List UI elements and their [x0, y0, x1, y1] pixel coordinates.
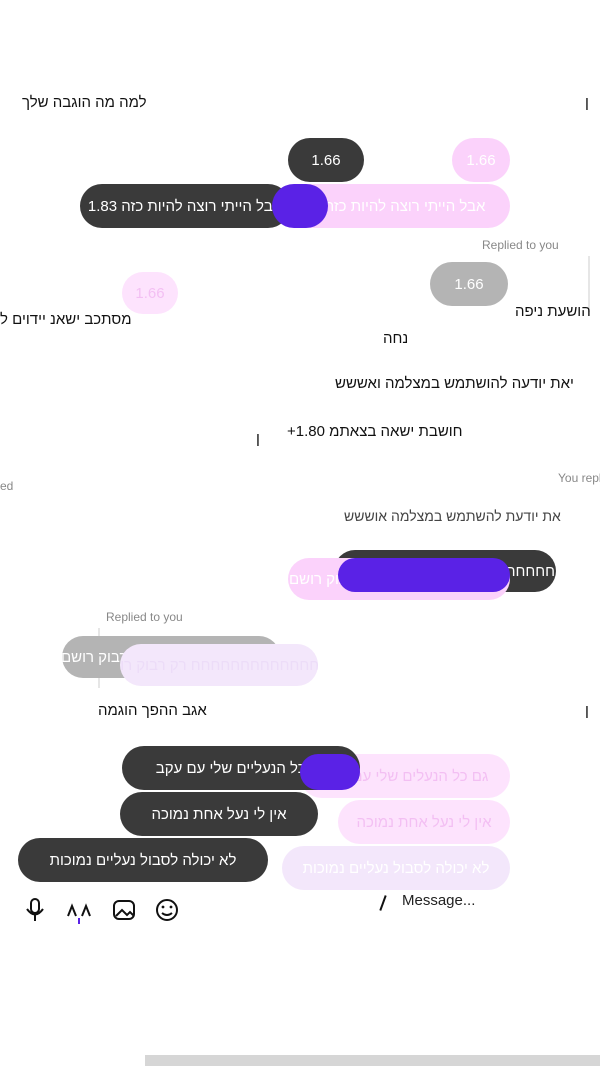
message-text: נחה: [383, 330, 409, 347]
message-text: הושעת ניפה: [515, 303, 591, 320]
replied-label: ed: [0, 479, 14, 493]
own-quote-bubble: 1.66: [122, 272, 178, 314]
overlap-bubble: [300, 754, 360, 790]
own-bubble[interactable]: גם כל הנעלים שלי עם עקב: [300, 754, 510, 798]
overlap-bubble: [338, 558, 510, 592]
quoted-text: את יודעת להשתמש במצלמה אוששש: [344, 508, 561, 524]
replied-label: Replied to you: [106, 610, 183, 624]
quote-bar: [588, 256, 590, 312]
own-quote-bubble: חחחחחחחחחחחחחחח רק רבוק רושם: [120, 644, 318, 686]
quoted-bubble: 1.66: [430, 262, 508, 306]
own-bubble[interactable]: אין לי נעל אחת נמוכה: [338, 800, 510, 844]
reply-bubble[interactable]: אבל הייתי רוצה להיות כזה 1.83: [80, 184, 290, 228]
reply-bubble[interactable]: לא יכולה לסבול נעליים נמוכות: [18, 838, 268, 882]
gallery-icon[interactable]: [106, 896, 146, 924]
message-fragment: ן: [585, 94, 589, 111]
microphone-icon[interactable]: [20, 896, 52, 924]
message-fragment: ן: [256, 430, 260, 447]
message-fragment: ן: [585, 702, 589, 719]
message-text: מסתכב ישאנ יידוים ל: [0, 311, 132, 328]
message-input[interactable]: Message...: [402, 892, 476, 909]
reply-bubble[interactable]: 1.66: [288, 138, 364, 182]
replied-label: You replied: [558, 471, 600, 485]
replied-label: Replied to you: [482, 238, 559, 252]
overlap-bubble: [272, 184, 328, 228]
own-bubble[interactable]: לא יכולה לסבול נעליים נמוכות: [282, 846, 510, 890]
cursor-caret: [379, 895, 387, 911]
reply-bubble[interactable]: אין לי נעל אחת נמוכה: [120, 792, 318, 836]
add-icon[interactable]: [62, 896, 98, 924]
home-indicator-strip: [145, 1055, 600, 1066]
message-text: אגב ההפך הוגמה: [98, 702, 207, 719]
sticker-icon[interactable]: [150, 896, 186, 924]
message-text: למה מה הוגבה שלך: [22, 94, 147, 111]
own-bubble[interactable]: 1.66: [452, 138, 510, 182]
message-text: יאת יודעה להושתמש במצלמה ואששש: [335, 375, 574, 392]
message-text: חושבת ישאה בצאתמ 1.80+: [287, 423, 463, 440]
